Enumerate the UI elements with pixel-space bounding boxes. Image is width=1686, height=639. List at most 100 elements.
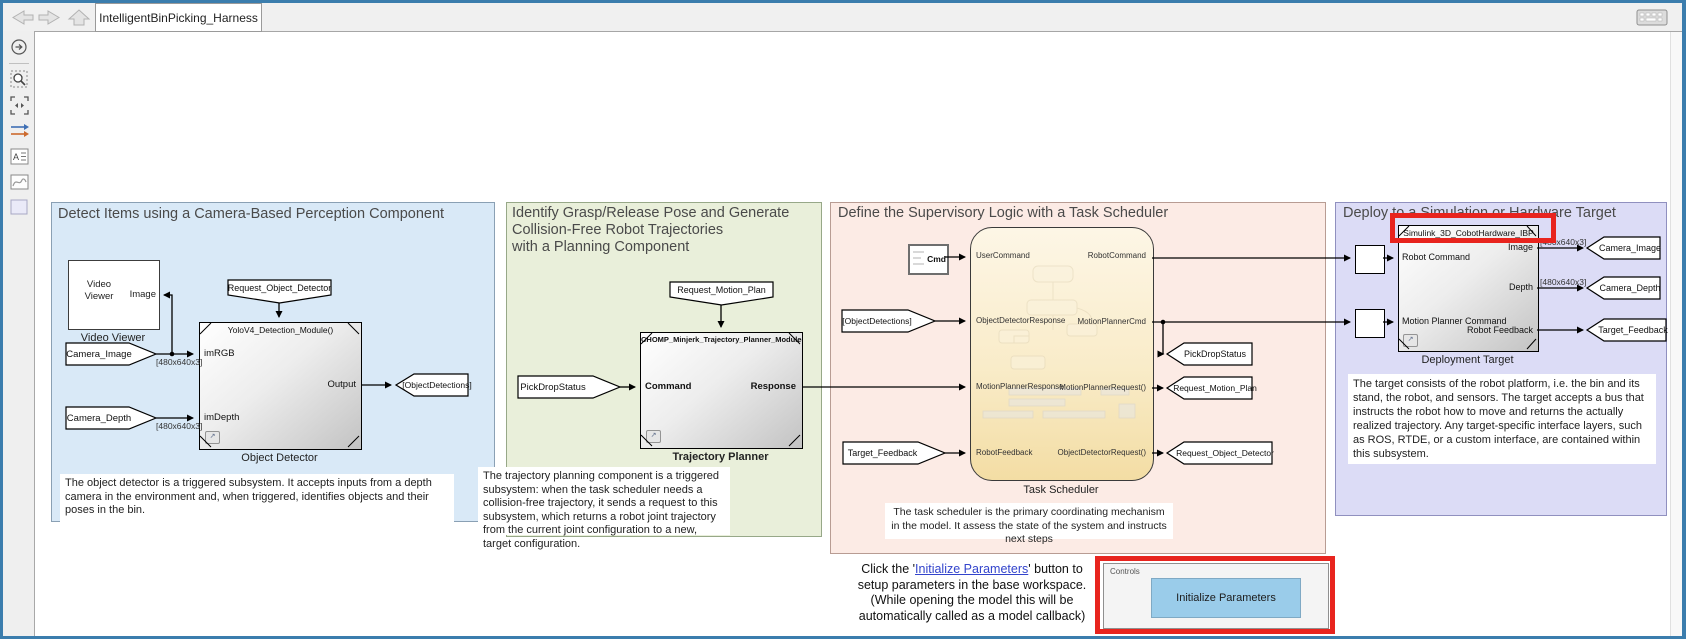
stateflow-preview — [982, 265, 1136, 419]
section-perception-title: Detect Items using a Camera-Based Percep… — [58, 206, 445, 222]
note-line3: (While opening the model this will be — [870, 593, 1074, 607]
chart-port-motionplannerrequest: MotionPlannerRequest() — [1059, 383, 1146, 392]
port-command: Command — [645, 381, 692, 392]
goto-tag-camera-depth[interactable]: Camera_Depth — [1599, 283, 1661, 293]
chart-port-objectdetectorresponse: ObjectDetectorResponse — [976, 316, 1066, 325]
chart-port-motionplannerresponse: MotionPlannerResponse — [976, 382, 1064, 391]
chart-port-motionplannercmd: MotionPlannerCmd — [1077, 317, 1146, 326]
deployment-block-title: Simulink_3D_CobotHardware_IBP — [1403, 228, 1534, 238]
palette-toolbar: A — [3, 31, 35, 636]
navigation-bar: IntelligentBinPicking_Harness — [3, 3, 1682, 32]
object-detector-title: YoloV4_Detection_Module() — [227, 325, 334, 335]
signal-dim-label: [480x640x3] — [156, 357, 203, 367]
deployment-target-label: Deployment Target — [1421, 354, 1514, 366]
back-icon[interactable] — [10, 8, 34, 27]
initialize-note: Click the 'Initialize Parameters' button… — [838, 562, 1106, 624]
subsystem-badge-icon: ↗ — [646, 430, 661, 443]
section-planning-title-2: Collision-Free Robot Trajectories — [512, 222, 724, 238]
chart-port-usercommand: UserCommand — [976, 251, 1030, 260]
deployment-description: The target consists of the robot platfor… — [1348, 374, 1656, 464]
trigger-tag-request-object-detector[interactable]: Request_Object_Detector — [227, 283, 332, 293]
goto-tag-target-feedback[interactable]: Target_Feedback — [1598, 325, 1668, 335]
goto-tag-camera-image[interactable]: Camera_Image — [1598, 243, 1662, 253]
annotation-icon[interactable]: A — [10, 148, 29, 165]
hide-explorer-icon[interactable] — [10, 38, 28, 56]
note-line4: automatically called as a model callback… — [858, 608, 1086, 623]
section-deployment-title: Deploy to a Simulation or Hardware Targe… — [1343, 205, 1616, 221]
note-line1-post: ' button to — [1028, 562, 1083, 576]
task-scheduler-label: Task Scheduler — [1023, 484, 1099, 496]
port-response: Response — [750, 381, 796, 392]
from-tag-camera-image[interactable]: Camera_Image — [66, 348, 132, 360]
model-tab[interactable]: IntelligentBinPicking_Harness — [95, 3, 262, 32]
badge-glyph: ↗ — [650, 432, 657, 439]
zoom-icon[interactable] — [10, 70, 29, 89]
toolbar-divider — [9, 63, 29, 64]
cmd-label: Cmd — [927, 254, 946, 264]
trajectory-planner-label: Trajectory Planner — [672, 451, 769, 463]
section-scheduler-title: Define the Supervisory Logic with a Task… — [838, 205, 1169, 221]
from-tag-pickdropstatus[interactable]: PickDropStatus — [520, 381, 586, 393]
initialize-parameters-button[interactable]: Initialize Parameters — [1151, 578, 1301, 618]
section-planning-title-3: with a Planning Component — [512, 239, 690, 255]
forward-icon[interactable] — [38, 8, 62, 27]
goto-tag-request-motion-plan[interactable]: Request_Motion_Plan — [1173, 383, 1257, 393]
video-viewer-label: Video Viewer — [80, 332, 146, 344]
badge-glyph: ↗ — [209, 433, 216, 440]
note-line2: setup parameters in the base workspace. — [857, 577, 1087, 592]
image-annotation-icon[interactable] — [10, 174, 29, 190]
cmd-signal-block[interactable]: Cmd — [908, 244, 949, 275]
port-robot-feedback: Robot Feedback — [1466, 325, 1533, 335]
signal-dim-label: [480x640x3] — [1540, 237, 1587, 247]
fit-view-icon[interactable] — [10, 96, 29, 115]
keyboard-icon[interactable] — [1636, 9, 1668, 27]
task-scheduler-chart[interactable] — [970, 227, 1154, 481]
subsystem-badge-icon: ↗ — [205, 431, 220, 444]
section-planning-title-1: Identify Grasp/Release Pose and Generate — [512, 205, 790, 221]
signal-conversion-block[interactable] — [1355, 245, 1385, 274]
window-border-right — [1682, 0, 1686, 639]
trajectory-planner-title: CHOMP_Minjerk_Trajectory_Planner_Module(… — [641, 335, 802, 344]
annotation-letter: A — [13, 152, 19, 162]
up-icon[interactable] — [67, 8, 91, 27]
port-image: Image — [1507, 242, 1533, 252]
controls-panel: Controls Initialize Parameters — [1103, 563, 1329, 629]
video-viewer-text: Video Viewer — [84, 279, 114, 302]
badge-glyph: ↗ — [1407, 336, 1414, 343]
port-imrgb: imRGB — [204, 348, 235, 359]
goto-tag-object-detections[interactable]: [ObjectDetections] — [402, 380, 472, 390]
window-border-bottom — [0, 636, 1686, 639]
from-tag-target-feedback[interactable]: Target_Feedback — [847, 448, 918, 458]
video-viewer-image-port: Image — [129, 289, 156, 300]
chart-port-objectdetectorrequest: ObjectDetectorRequest() — [1057, 448, 1146, 457]
goto-tag-request-object-detector[interactable]: Request_Object_Detector — [1176, 448, 1274, 458]
video-viewer-block[interactable]: Video Viewer Image — [68, 260, 160, 330]
canvas-scrollbar[interactable] — [1670, 31, 1683, 636]
from-tag-object-detections[interactable]: [ObjectDetections] — [842, 316, 912, 326]
window-border-top — [0, 0, 1686, 3]
from-tag-camera-depth[interactable]: Camera_Depth — [66, 412, 132, 424]
goto-tag-pickdropstatus[interactable]: PickDropStatus — [1183, 349, 1247, 359]
initialize-parameters-button-label: Initialize Parameters — [1176, 592, 1276, 604]
port-depth: Depth — [1508, 282, 1533, 292]
subsystem-badge-icon: ↗ — [1403, 334, 1418, 347]
chart-port-robotcommand: RobotCommand — [1087, 251, 1146, 260]
port-output: Output — [327, 379, 356, 390]
object-detector-label: Object Detector — [241, 452, 318, 464]
signal-conversion-block[interactable] — [1355, 309, 1385, 338]
cmd-preview — [913, 251, 924, 265]
initialize-parameters-link[interactable]: Initialize Parameters — [915, 562, 1029, 576]
signal-dim-label: [480x640x3] — [1540, 277, 1587, 287]
note-line1-pre: Click the ' — [861, 562, 916, 576]
perception-description: The object detector is a triggered subsy… — [60, 474, 454, 522]
scheduler-description: The task scheduler is the primary coordi… — [885, 503, 1173, 545]
signal-arrows-icon[interactable] — [10, 123, 30, 138]
trigger-tag-request-motion-plan[interactable]: Request_Motion_Plan — [677, 285, 766, 295]
planning-description: The trajectory planning component is a t… — [478, 467, 730, 550]
area-annotation-icon[interactable] — [10, 199, 28, 215]
chart-port-robotfeedback: RobotFeedback — [976, 448, 1033, 457]
port-imdepth: imDepth — [204, 412, 240, 423]
window-border-left — [0, 0, 3, 639]
signal-dim-label: [480x640x3] — [156, 421, 203, 431]
